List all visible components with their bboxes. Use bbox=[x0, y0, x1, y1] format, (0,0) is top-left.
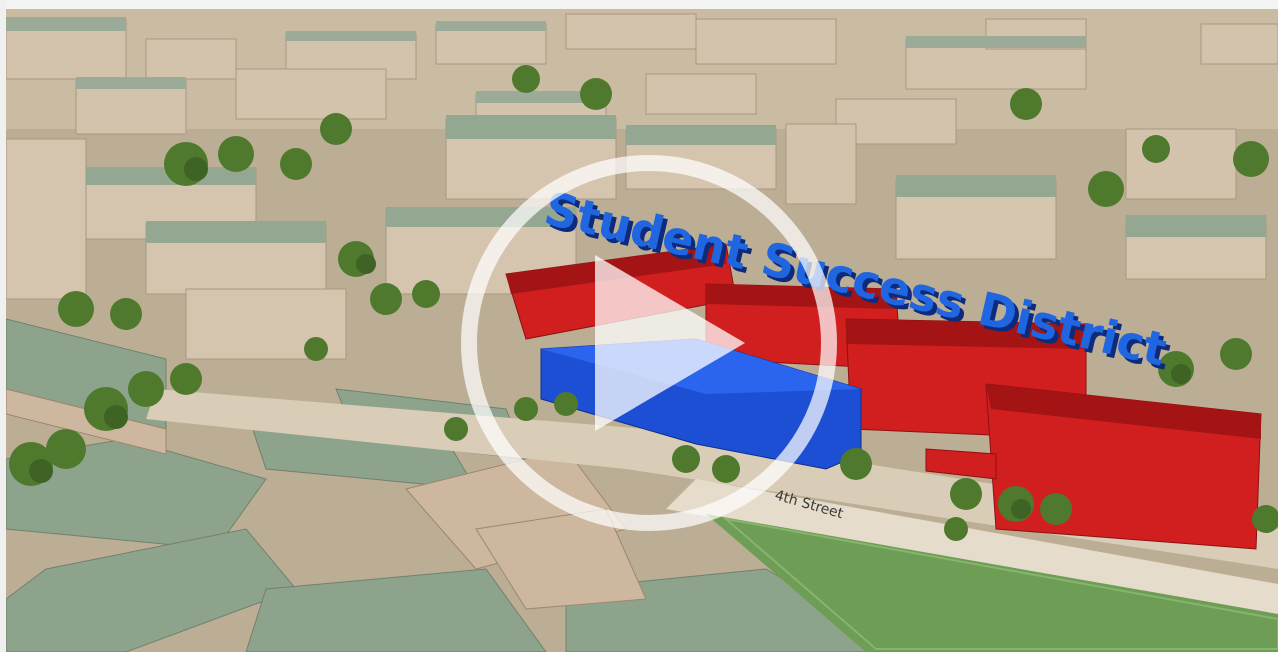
play-button[interactable] bbox=[461, 155, 837, 531]
top-border bbox=[0, 0, 1278, 9]
campus-aerial-render: 4th Street bbox=[6, 9, 1278, 652]
video-player[interactable]: 4th Street Student Success District Stud… bbox=[6, 9, 1278, 652]
left-border bbox=[0, 0, 6, 652]
play-icon bbox=[595, 255, 745, 431]
